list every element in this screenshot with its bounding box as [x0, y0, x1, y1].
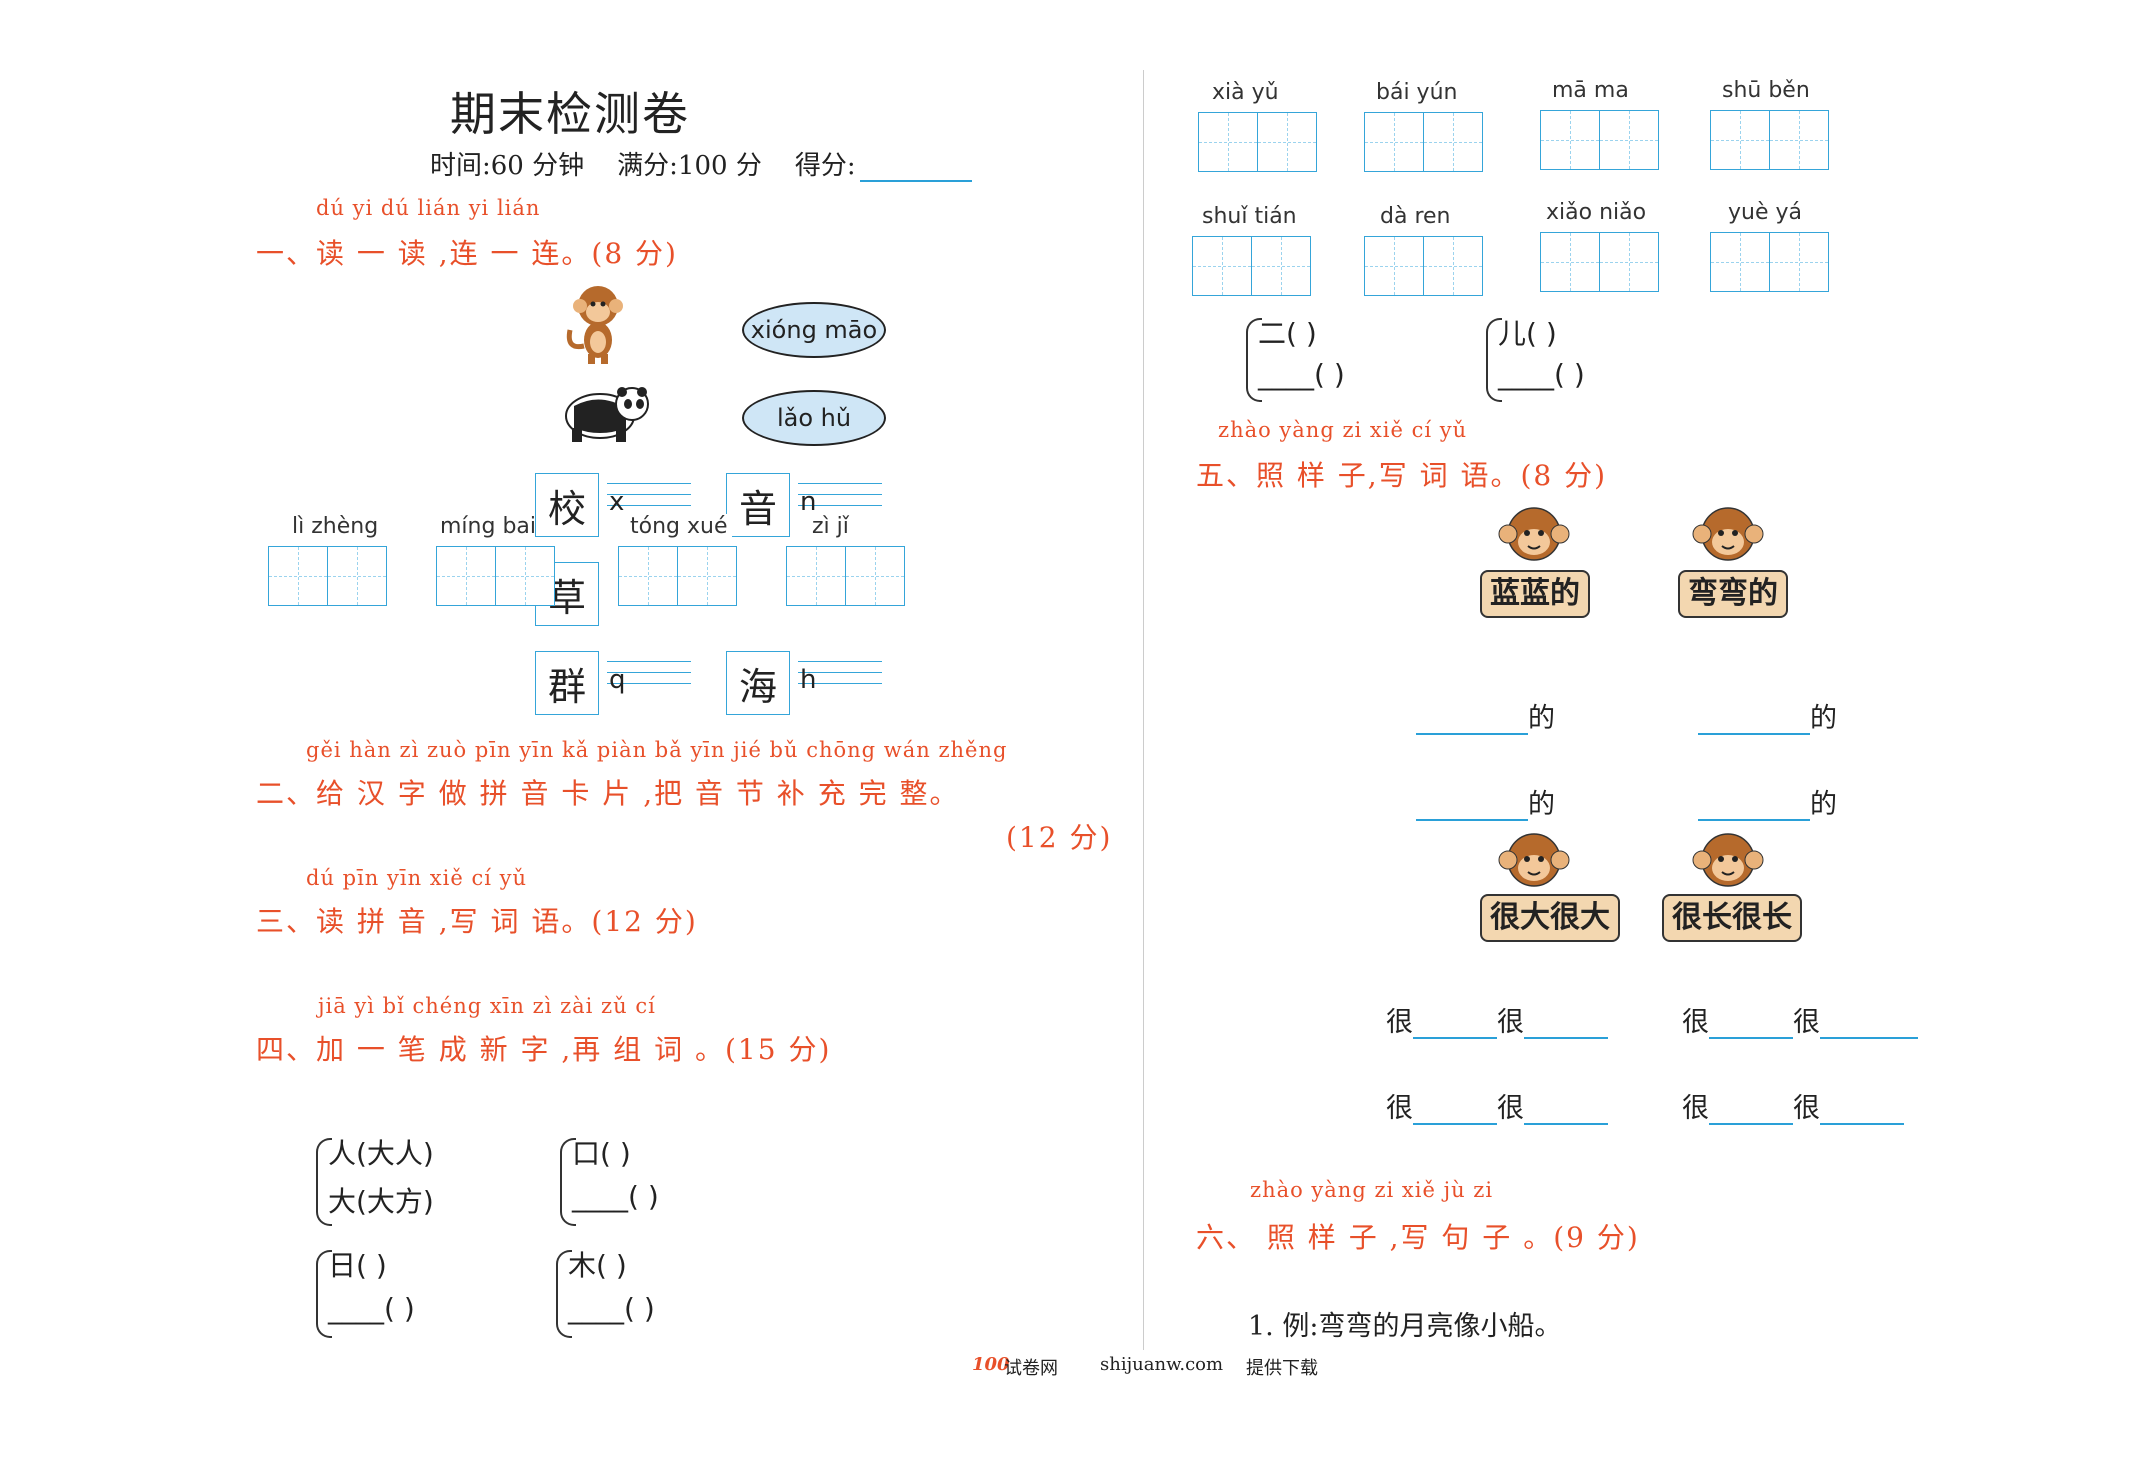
pinyin-oval-1[interactable]: xióng māo	[742, 302, 886, 358]
score-blank[interactable]	[859, 154, 972, 182]
brace	[1246, 318, 1262, 402]
section2-pinyin: gěi hàn zì zuò pīn yīn kǎ piàn bǎ yīn ji…	[306, 738, 1008, 762]
site-url[interactable]: shijuanw.com	[1100, 1354, 1224, 1375]
pinyin-card-lines[interactable]: n	[798, 483, 882, 527]
word-group-top: 人(大人)	[328, 1137, 434, 1170]
section3-pinyin: dú pīn yīn xiě cí yǔ	[306, 866, 527, 890]
monkey-icon	[1498, 507, 1570, 561]
section5-heading: 五、照 样 子,写 词 语。(8 分)	[1196, 459, 1608, 492]
section2-heading: 二、给 汉 字 做 拼 音 卡 片 ,把 音 节 补 充 完 整。	[256, 777, 960, 810]
word-group-bottom[interactable]: ____( )	[328, 1292, 415, 1325]
tianzige-grid[interactable]	[1364, 112, 1483, 172]
word-group-bottom[interactable]: ____( )	[572, 1180, 659, 1213]
section6-heading: 六、 照 样 子 ,写 句 子 。(9 分)	[1196, 1221, 1640, 1254]
fill-blank[interactable]: 的	[1416, 782, 1555, 821]
time-limit: 时间:60 分钟	[430, 151, 585, 181]
word-tag: 弯弯的	[1678, 570, 1788, 618]
grid-pinyin: lì zhèng	[292, 514, 379, 539]
grid-pinyin: shū běn	[1722, 78, 1810, 103]
word-group-top[interactable]: 口( )	[572, 1137, 631, 1170]
tianzige-grid[interactable]	[1710, 232, 1829, 292]
brace	[316, 1250, 332, 1338]
monkey-icon	[1498, 833, 1570, 887]
pinyin-card-lines[interactable]: q	[607, 661, 691, 705]
fill-blank-hen[interactable]: 很很	[1682, 1000, 1918, 1039]
brace	[1486, 318, 1502, 402]
section1-pinyin: dú yi dú lián yi lián	[316, 196, 541, 220]
tianzige-grid[interactable]	[786, 546, 905, 606]
grid-pinyin: shuǐ tián	[1202, 204, 1297, 229]
score-label: 得分:	[794, 151, 856, 181]
monkey-icon	[1692, 507, 1764, 561]
monkey-icon	[1692, 833, 1764, 887]
section4-pinyin: jiā yì bǐ chéng xīn zì zài zǔ cí	[318, 994, 656, 1018]
full-score: 满分:100 分	[617, 151, 762, 181]
word-group-top[interactable]: 二( )	[1258, 317, 1317, 350]
tianzige-grid[interactable]	[436, 546, 555, 606]
monkey-icon	[566, 286, 623, 364]
char-card: 校	[535, 473, 599, 537]
page-divider	[1143, 70, 1144, 1350]
word-group-top[interactable]: 儿( )	[1498, 317, 1557, 350]
word-group-top[interactable]: 日( )	[328, 1249, 387, 1282]
section2-score: (12 分)	[1006, 821, 1113, 854]
word-group-top[interactable]: 木( )	[568, 1249, 627, 1282]
exam-info: 时间:60 分钟 满分:100 分 得分:	[430, 145, 972, 182]
word-group-bottom[interactable]: ____( )	[568, 1292, 655, 1325]
char-card: 海	[726, 651, 790, 715]
tianzige-grid[interactable]	[268, 546, 387, 606]
word-tag: 很长很长	[1662, 894, 1802, 942]
site-name: 试卷网	[1004, 1358, 1058, 1379]
grid-pinyin: xià yǔ	[1212, 80, 1279, 105]
grid-pinyin: mā ma	[1552, 78, 1629, 103]
brace	[316, 1138, 332, 1226]
tianzige-grid[interactable]	[1540, 232, 1659, 292]
fill-blank-hen[interactable]: 很很	[1386, 1000, 1608, 1039]
tianzige-grid[interactable]	[1192, 236, 1311, 296]
brace	[560, 1138, 576, 1226]
fill-blank[interactable]: 的	[1698, 782, 1837, 821]
grid-pinyin: tóng xué	[626, 514, 732, 539]
fill-blank[interactable]: 的	[1416, 696, 1555, 735]
tianzige-grid[interactable]	[1710, 110, 1829, 170]
grid-pinyin: zì jǐ	[808, 514, 853, 539]
fill-blank-hen[interactable]: 很很	[1386, 1086, 1608, 1125]
char-card: 音	[726, 473, 790, 537]
grid-pinyin: bái yún	[1376, 80, 1458, 105]
tianzige-grid[interactable]	[618, 546, 737, 606]
word-group-bottom[interactable]: ____( )	[1258, 358, 1345, 391]
grid-pinyin: dà ren	[1380, 204, 1451, 229]
section6-pinyin: zhào yàng zi xiě jù zi	[1250, 1178, 1494, 1202]
word-tag: 很大很大	[1480, 894, 1620, 942]
example-sentence: 1. 例:弯弯的月亮像小船。	[1248, 1311, 1562, 1342]
section1-heading: 一、读 一 读 ,连 一 连。(8 分)	[256, 237, 678, 270]
word-group-bottom: 大(大方)	[328, 1185, 434, 1218]
grid-pinyin: xiǎo niǎo	[1546, 200, 1647, 225]
pinyin-card-lines[interactable]: x	[607, 483, 691, 527]
section3-heading: 三、读 拼 音 ,写 词 语。(12 分)	[256, 905, 698, 938]
pinyin-card-lines[interactable]: h	[798, 661, 882, 705]
section5-pinyin: zhào yàng zi xiě cí yǔ	[1218, 418, 1468, 442]
fill-blank[interactable]: 的	[1698, 696, 1837, 735]
tianzige-grid[interactable]	[1540, 110, 1659, 170]
fill-blank-hen[interactable]: 很很	[1682, 1086, 1904, 1125]
brace	[556, 1250, 572, 1338]
word-group-bottom[interactable]: ____( )	[1498, 358, 1585, 391]
section4-heading: 四、加 一 笔 成 新 字 ,再 组 词 。(15 分)	[256, 1033, 832, 1066]
page-title: 期末检测卷	[450, 87, 690, 141]
panda-icon	[565, 387, 649, 442]
char-card: 群	[535, 651, 599, 715]
tianzige-grid[interactable]	[1198, 112, 1317, 172]
grid-pinyin: míng bai	[440, 514, 537, 539]
site-logo: 100	[972, 1354, 1010, 1375]
download-note: 提供下载	[1246, 1358, 1318, 1379]
grid-pinyin: yuè yá	[1728, 200, 1802, 225]
tianzige-grid[interactable]	[1364, 236, 1483, 296]
word-tag: 蓝蓝的	[1480, 570, 1590, 618]
pinyin-oval-2[interactable]: lǎo hǔ	[742, 390, 886, 446]
